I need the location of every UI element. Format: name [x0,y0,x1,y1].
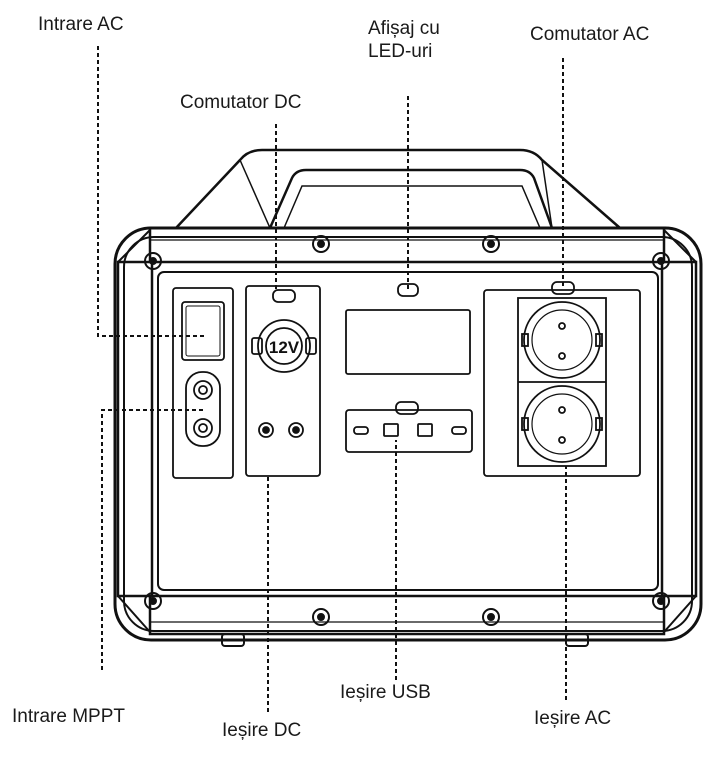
leader-lines [97,46,567,712]
label-mppt-input: Intrare MPPT [12,706,125,727]
car-socket-label: 12V [269,338,300,357]
leader-ac-input [97,46,205,337]
display-usb-panel [345,283,473,453]
screws [144,235,670,626]
label-ac-input: Intrare AC [38,14,124,35]
leader-mppt [101,409,205,670]
label-ac-output: Ieșire AC [534,708,612,729]
ac-output-panel [483,281,641,477]
input-panel [172,287,234,479]
label-led-display: Afișaj cu LED-uri [368,18,440,62]
label-dc-switch: Comutator DC [180,92,302,113]
carry-handle [175,148,621,229]
label-usb-output: Ieșire USB [340,682,431,703]
label-dc-output: Ieșire DC [222,720,302,741]
dc-output-panel [245,285,321,477]
label-ac-switch: Comutator AC [530,24,650,45]
